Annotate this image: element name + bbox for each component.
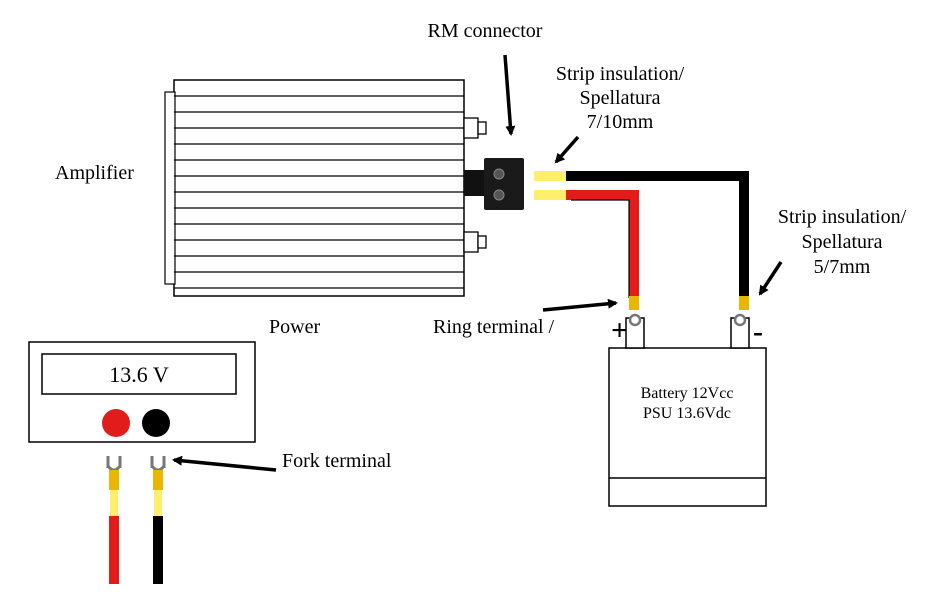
red-lead-stripped [110, 490, 118, 516]
battery-label: Battery 12Vcc [641, 385, 734, 402]
fork-sleeve [109, 470, 119, 490]
rm-connector-base [464, 170, 486, 196]
ring-terminal-icon [733, 313, 747, 327]
amplifier [164, 79, 487, 297]
amplifier-body [173, 79, 465, 297]
amplifier-fins [174, 95, 464, 289]
label-strip-top-line2: Spellatura [579, 87, 660, 109]
red-wire [534, 190, 639, 310]
red-wire-stripped-end [534, 190, 566, 200]
black-wire [534, 171, 749, 310]
psu-black-lead [150, 456, 166, 584]
psu-display [41, 353, 237, 395]
arrow-strip-right [758, 261, 783, 296]
label-rm-connector: RM connector [428, 20, 543, 42]
battery-body [608, 347, 767, 507]
ring-terminal-icon [628, 313, 642, 327]
black-lead-stripped [154, 490, 162, 516]
label-ring-terminal: Ring terminal / [433, 316, 555, 338]
arrow-strip-top [554, 135, 580, 164]
arrow-rm-connector [503, 54, 516, 136]
label-amplifier: Amplifier [55, 162, 134, 184]
red-wire-path [566, 190, 639, 298]
black-lead-wire [153, 516, 163, 584]
psu-positive-terminal [102, 409, 130, 437]
red-wire-ring-sleeve [629, 296, 639, 310]
label-fork-terminal: Fork terminal [282, 450, 392, 472]
power-supply: 13.6 V [28, 341, 256, 443]
amplifier-endcap [164, 91, 176, 285]
label-strip-right-line2: Spellatura [801, 231, 882, 253]
arrow-fork-terminal [172, 455, 277, 472]
label-strip-right-line1: Strip insulation/ [778, 206, 907, 228]
amplifier-port-top [463, 117, 487, 139]
label-strip-top-line3: 7/10mm [587, 111, 654, 133]
amplifier-port-bottom [463, 231, 487, 253]
battery: + - Battery 12Vcc PSU 13.6Vdc [608, 313, 767, 507]
label-strip-top-line1: Strip insulation/ [556, 63, 685, 85]
minus-sign: - [753, 315, 763, 348]
callout-arrows [172, 54, 783, 472]
rm-connector [464, 158, 524, 210]
fork-sleeve [153, 470, 163, 490]
rm-connector-plug [484, 158, 524, 210]
red-wire-outline [571, 199, 630, 298]
rm-connector-screw [493, 189, 505, 201]
plus-sign: + [611, 314, 628, 347]
red-lead-wire [109, 516, 119, 584]
label-power: Power [269, 316, 320, 338]
arrow-ring-terminal [542, 298, 618, 312]
black-wire-stripped-end [534, 171, 566, 181]
psu-red-lead [106, 456, 122, 584]
psu-voltage-readout: 13.6 V [109, 362, 169, 387]
battery-label-psu: PSU 13.6Vdc [643, 405, 731, 422]
label-strip-right-line3: 5/7mm [814, 256, 871, 278]
black-wire-path [566, 171, 749, 298]
black-wire-ring-sleeve [739, 296, 749, 310]
rm-connector-screw [493, 168, 505, 180]
psu-negative-terminal [142, 409, 170, 437]
